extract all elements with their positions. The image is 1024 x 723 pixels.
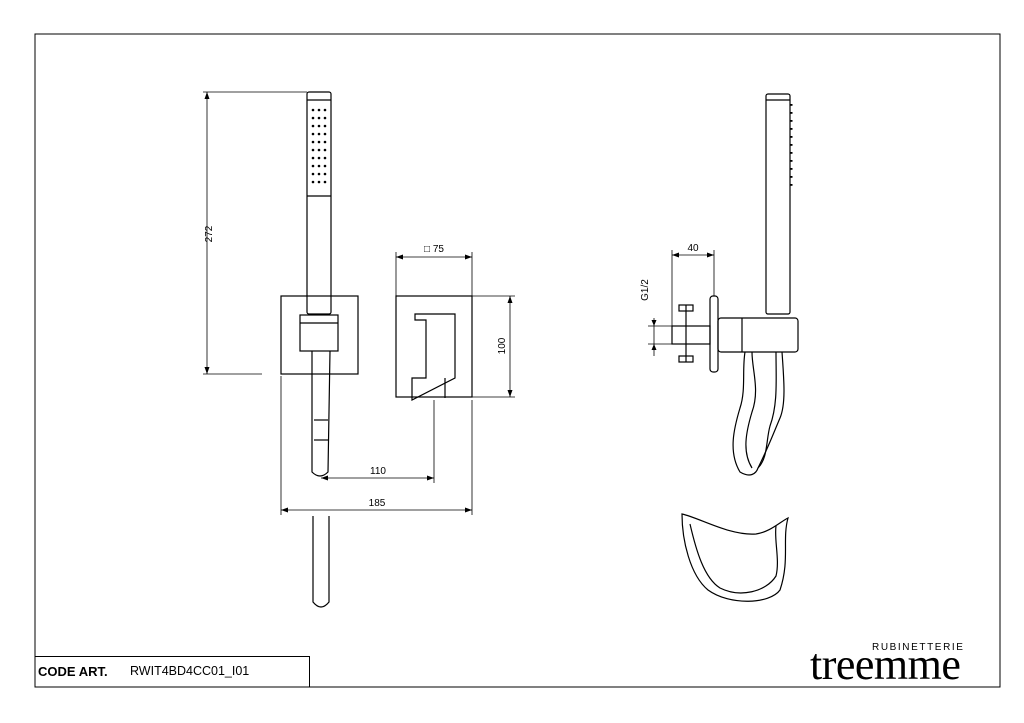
dim-depth: 40	[687, 243, 699, 254]
dim-thread: G1/2	[640, 279, 651, 301]
side-view	[671, 93, 799, 602]
brand-subtitle: RUBINETTERIE	[872, 642, 965, 653]
code-box	[35, 656, 310, 687]
dim-plate-height: 100	[497, 337, 508, 354]
spray-nozzles	[311, 108, 327, 184]
bracket-plate	[280, 295, 359, 375]
mixer-lever	[411, 313, 456, 401]
holder-body-side	[717, 317, 799, 353]
brand-logo: treemme	[810, 640, 961, 689]
front-view	[280, 91, 473, 608]
dimension-arrows-front	[204, 92, 513, 513]
dim-height-total: 272	[204, 225, 215, 242]
hand-shower-side	[765, 93, 791, 315]
drawing-frame	[34, 33, 1001, 688]
dimension-lines-front	[203, 91, 515, 515]
hose-side	[732, 351, 785, 476]
connector-flange-bottom	[678, 355, 694, 363]
dimension-lines-side	[648, 250, 715, 356]
side-nozzle-ticks	[790, 104, 793, 186]
code-label: CODE ART.	[38, 664, 108, 679]
dim-total-width: 185	[369, 498, 386, 509]
dim-plate-size: □ 75	[424, 244, 444, 255]
dim-spacing: 110	[370, 466, 386, 477]
shower-holder	[299, 314, 339, 352]
shower-hose	[311, 350, 331, 477]
dimension-arrows-side	[651, 252, 714, 350]
wall-plate-side	[709, 295, 719, 373]
connector-flange-top	[678, 304, 694, 312]
holder-cup	[681, 513, 789, 602]
mixer-plate	[395, 295, 473, 398]
hand-shower	[306, 91, 332, 315]
connector-side	[671, 325, 711, 345]
code-value: RWIT4BD4CC01_I01	[130, 664, 250, 678]
shower-hose-end	[312, 516, 330, 608]
